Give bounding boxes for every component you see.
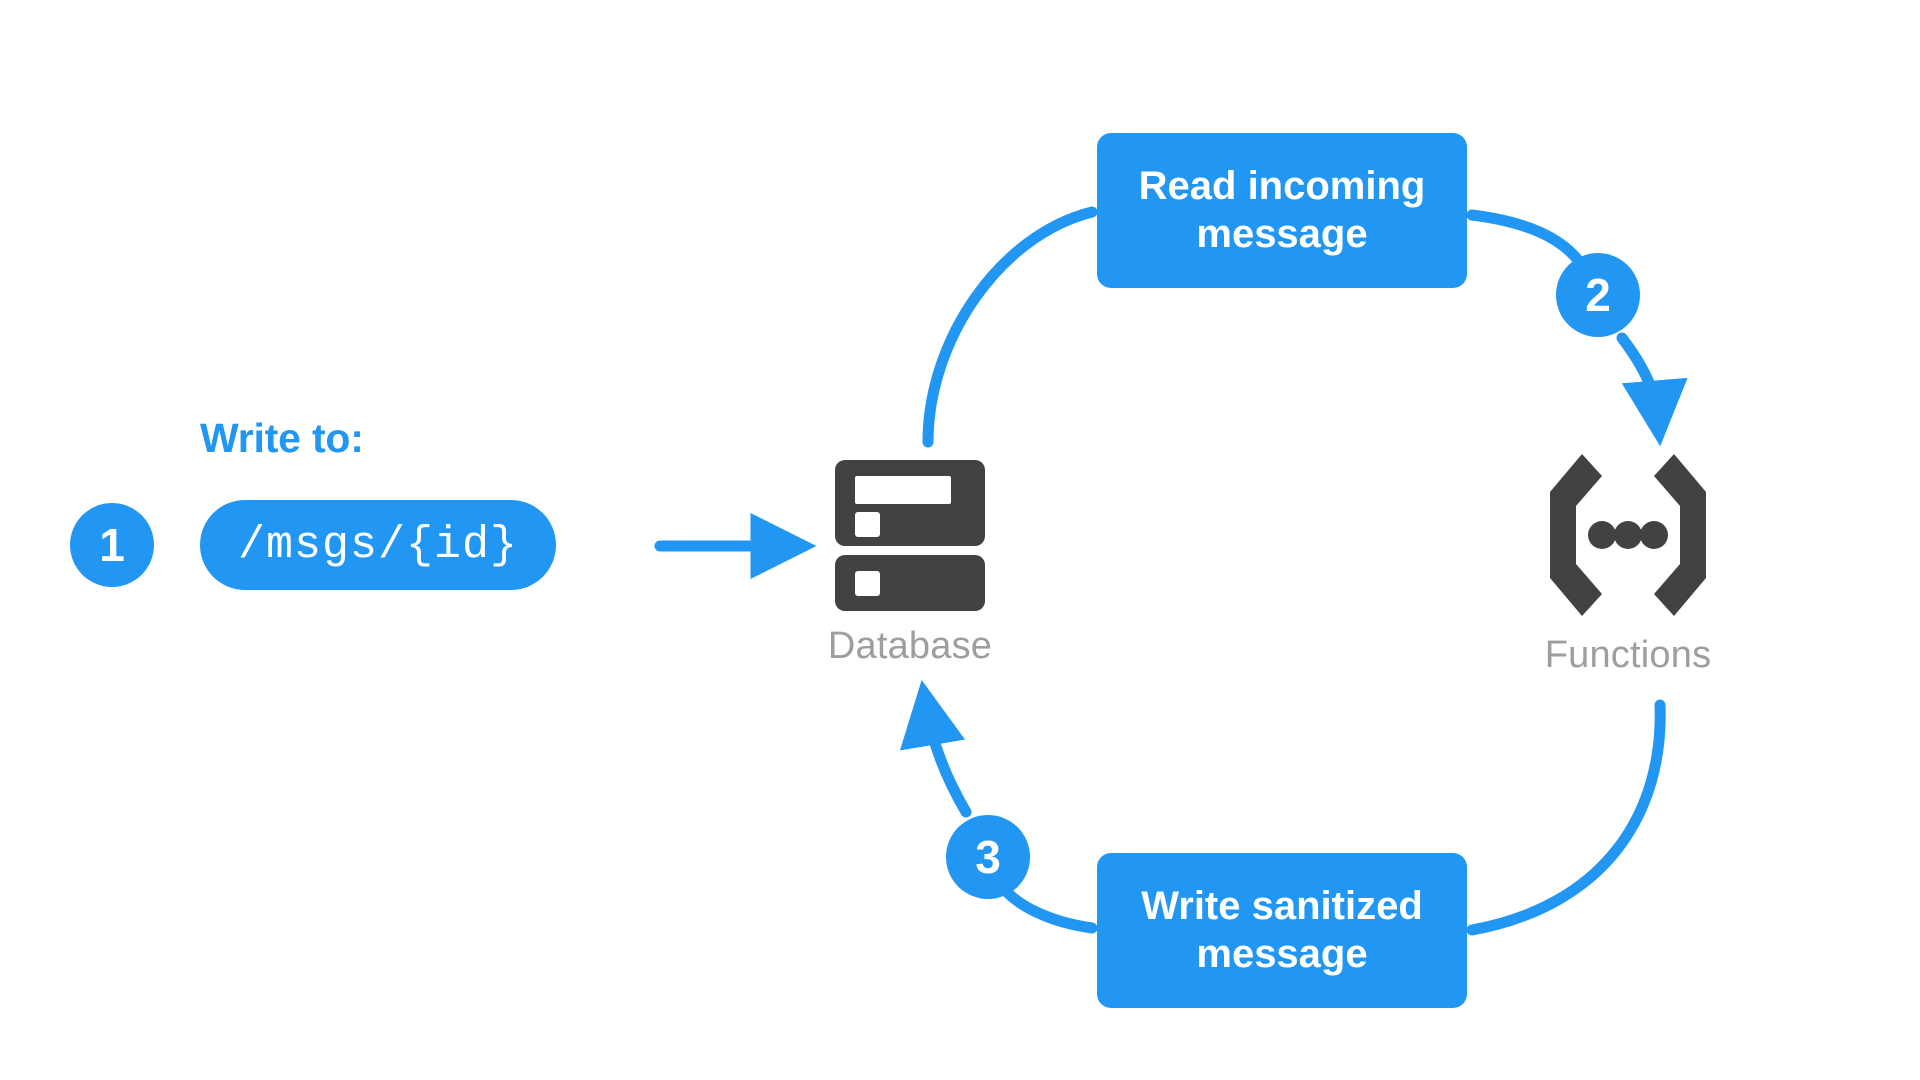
database-label: Database	[827, 625, 993, 667]
step-badge-1: 1	[70, 503, 154, 587]
write-box-line2: message	[1196, 931, 1368, 976]
read-box-text: Read incoming message	[1139, 163, 1426, 257]
write-sanitized-message-box[interactable]: Write sanitized message	[1097, 853, 1467, 1008]
database-path-pill[interactable]: /msgs/{id}	[200, 500, 557, 590]
write-box-text: Write sanitized message	[1141, 883, 1423, 977]
node-database[interactable]: Database	[820, 460, 1000, 668]
database-led-bottom	[855, 571, 880, 596]
connector-functions-to-write	[1466, 699, 1666, 936]
database-led-top	[855, 512, 880, 537]
read-box-line1: Read incoming	[1138, 164, 1426, 209]
write-to-label: Write to:	[200, 415, 364, 461]
functions-label: Functions	[1544, 634, 1712, 676]
database-slot	[855, 476, 951, 504]
step-badge-2: 2	[1556, 253, 1640, 337]
database-unit-bottom	[835, 555, 985, 611]
connector-database-to-read	[922, 206, 1098, 448]
step-badge-3: 3	[946, 815, 1030, 899]
database-server-icon	[835, 460, 985, 611]
code-brackets-dots-icon	[1550, 454, 1706, 616]
connector-write-to-database-2	[899, 679, 1098, 934]
node-functions[interactable]: Functions	[1528, 450, 1728, 677]
write-box-line1: Write sanitized	[1141, 884, 1423, 929]
read-incoming-message-box[interactable]: Read incoming message	[1097, 133, 1467, 288]
database-unit-top	[835, 460, 985, 546]
read-box-line2: message	[1196, 211, 1368, 256]
